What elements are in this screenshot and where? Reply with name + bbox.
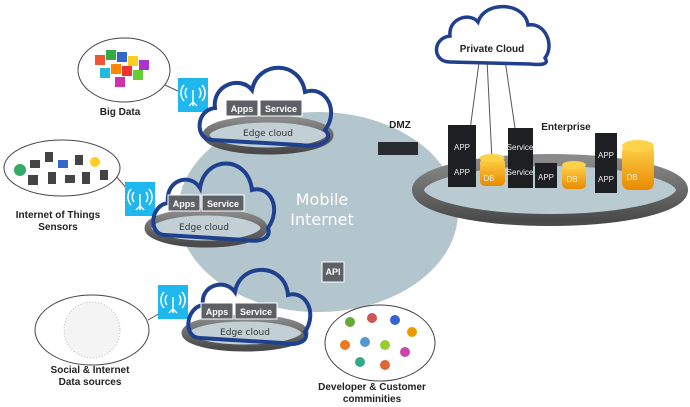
svg-text:Service: Service [207,199,239,209]
database-icon: DB [622,140,654,190]
svg-text:APP: APP [454,143,470,152]
svg-text:APP: APP [454,168,470,177]
api-label: API [325,267,340,277]
server-icon [535,163,557,188]
big-data-label: Big Data [100,107,141,118]
service-box [234,302,278,320]
svg-text:Apps: Apps [206,307,229,317]
svg-text:DB: DB [483,174,494,183]
svg-text:DB: DB [626,173,637,182]
svg-text:Apps: Apps [231,104,254,114]
antenna-icon [158,285,188,319]
antenna-icon [125,182,155,216]
apps-box [167,194,201,212]
svg-text:APP: APP [598,175,614,184]
router-icon [378,142,418,155]
mobile-internet-cloud [178,112,458,312]
apps-box [225,99,259,117]
database-icon: DB [479,154,505,186]
svg-text:Apps: Apps [173,199,196,209]
service-box [259,99,303,117]
edge-cloud-label: Edge cloud [243,129,293,139]
antenna-icon [178,78,208,112]
svg-text:Service: Service [265,104,297,114]
cloud-icon [151,161,277,243]
database-icon: DB [562,161,586,189]
server-icon [508,128,533,188]
server-icon [448,125,476,187]
cloud-icon [197,65,333,148]
private-cloud[interactable]: Private Cloud [434,4,551,67]
svg-text:Service: Service [507,143,534,152]
edge-cloud-label: Edge cloud [179,223,229,233]
enterprise-servers[interactable]: APP APP DB Service Service APP DB APP AP… [448,125,654,193]
binary-globe-icon [63,301,121,359]
server-icon [595,133,617,193]
svg-text:APP: APP [538,173,554,182]
service-box [201,194,245,212]
edge-cloud-label: Edge cloud [220,328,270,338]
edge-cloud-3[interactable]: Apps Service Edge cloud [181,267,313,352]
svg-text:Service: Service [240,307,272,317]
private-cloud-label: Private Cloud [460,44,524,55]
people-icon [340,313,417,370]
big-data-cubes-icon [95,50,149,87]
api-box[interactable] [321,261,345,283]
apps-box [200,302,234,320]
cloud-icon [186,267,313,346]
svg-text:Service: Service [507,168,534,177]
enterprise-label: Enterprise [541,122,591,133]
edge-cloud-2[interactable]: Apps Service Edge cloud [144,161,277,248]
iot-devices-icon [14,152,108,185]
svg-text:APP: APP [598,151,614,160]
edge-cloud-1[interactable]: Apps Service Edge cloud [197,65,334,155]
svg-text:DB: DB [566,175,577,184]
dmz-label: DMZ [389,120,411,131]
cloud-icon [434,4,551,67]
